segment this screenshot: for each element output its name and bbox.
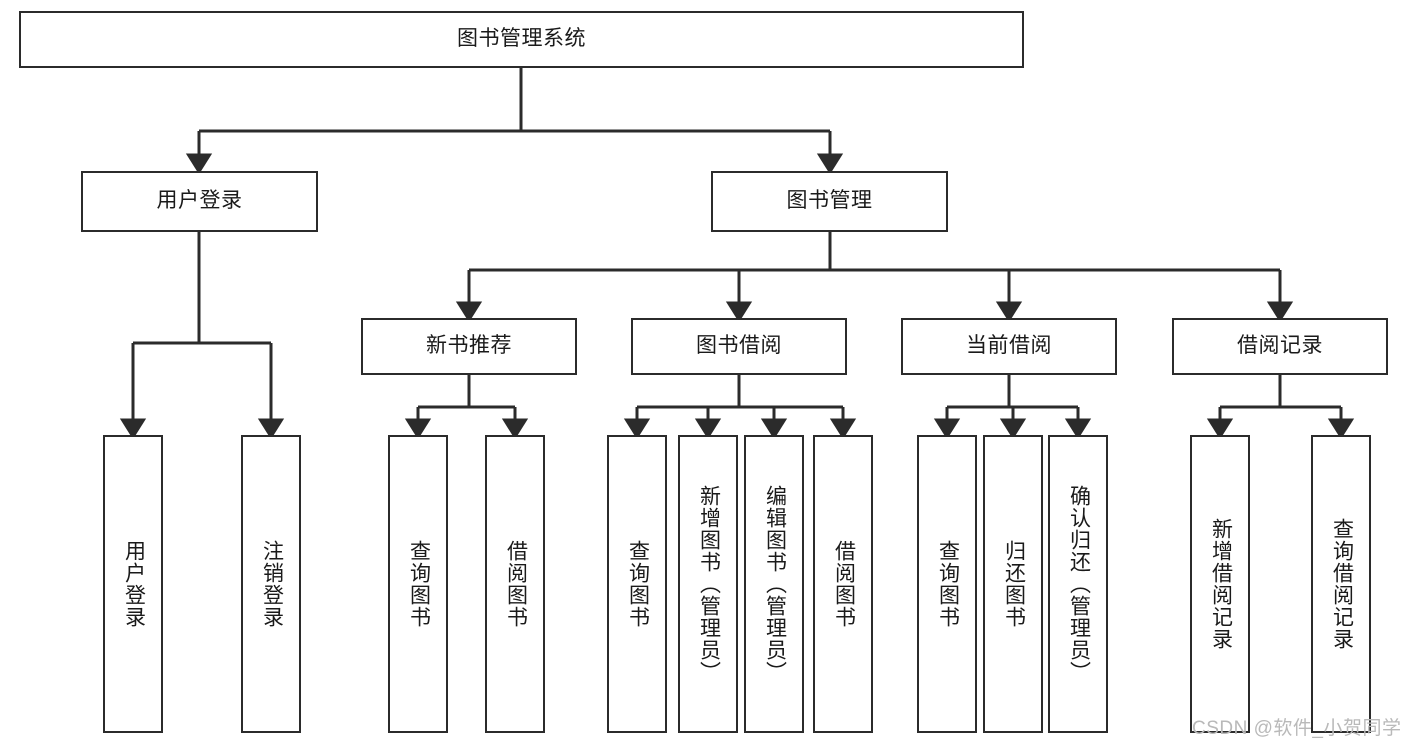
leaf-confirm-return-admin-label: 确认归还（管理员）	[1067, 485, 1091, 683]
node-user-login-label: 用户登录	[156, 189, 243, 213]
node-new-book-recommend[interactable]: 新书推荐	[361, 318, 577, 375]
node-book-borrow[interactable]: 图书借阅	[631, 318, 847, 375]
leaf-return-book[interactable]: 归还图书	[983, 435, 1043, 733]
leaf-query-book-recommend-label: 查询图书	[407, 540, 431, 628]
leaf-user-logout-label: 注销登录	[260, 540, 284, 628]
node-borrow-record[interactable]: 借阅记录	[1172, 318, 1388, 375]
leaf-query-book-current[interactable]: 查询图书	[917, 435, 977, 733]
leaf-edit-book-admin-label: 编辑图书（管理员）	[763, 485, 787, 683]
node-current-borrow[interactable]: 当前借阅	[901, 318, 1117, 375]
node-book-management-label: 图书管理	[786, 189, 873, 213]
leaf-query-book-borrow[interactable]: 查询图书	[607, 435, 667, 733]
node-current-borrow-label: 当前借阅	[966, 334, 1052, 358]
leaf-query-book-current-label: 查询图书	[936, 540, 960, 628]
leaf-add-book-admin-label: 新增图书（管理员）	[697, 485, 721, 683]
leaf-edit-book-admin[interactable]: 编辑图书（管理员）	[744, 435, 804, 733]
leaf-add-borrow-record[interactable]: 新增借阅记录	[1190, 435, 1250, 733]
leaf-borrow-book-label: 借阅图书	[832, 540, 856, 628]
leaf-return-book-label: 归还图书	[1002, 540, 1026, 628]
node-root[interactable]: 图书管理系统	[19, 11, 1024, 68]
leaf-user-logout[interactable]: 注销登录	[241, 435, 301, 733]
node-book-borrow-label: 图书借阅	[696, 334, 782, 358]
leaf-user-login-label: 用户登录	[122, 540, 146, 628]
leaf-query-book-borrow-label: 查询图书	[626, 540, 650, 628]
node-root-label: 图书管理系统	[457, 27, 586, 51]
leaf-borrow-book-recommend[interactable]: 借阅图书	[485, 435, 545, 733]
leaf-query-borrow-record-label: 查询借阅记录	[1330, 518, 1354, 650]
leaf-confirm-return-admin[interactable]: 确认归还（管理员）	[1048, 435, 1108, 733]
leaf-add-book-admin[interactable]: 新增图书（管理员）	[678, 435, 738, 733]
leaf-user-login[interactable]: 用户登录	[103, 435, 163, 733]
leaf-query-book-recommend[interactable]: 查询图书	[388, 435, 448, 733]
node-book-management[interactable]: 图书管理	[711, 171, 948, 232]
leaf-borrow-book-recommend-label: 借阅图书	[504, 540, 528, 628]
node-new-book-recommend-label: 新书推荐	[426, 334, 512, 358]
leaf-borrow-book[interactable]: 借阅图书	[813, 435, 873, 733]
leaf-add-borrow-record-label: 新增借阅记录	[1209, 518, 1233, 650]
node-user-login[interactable]: 用户登录	[81, 171, 318, 232]
watermark: CSDN @软件_小贺同学	[1192, 718, 1402, 739]
leaf-query-borrow-record[interactable]: 查询借阅记录	[1311, 435, 1371, 733]
node-borrow-record-label: 借阅记录	[1237, 334, 1323, 358]
